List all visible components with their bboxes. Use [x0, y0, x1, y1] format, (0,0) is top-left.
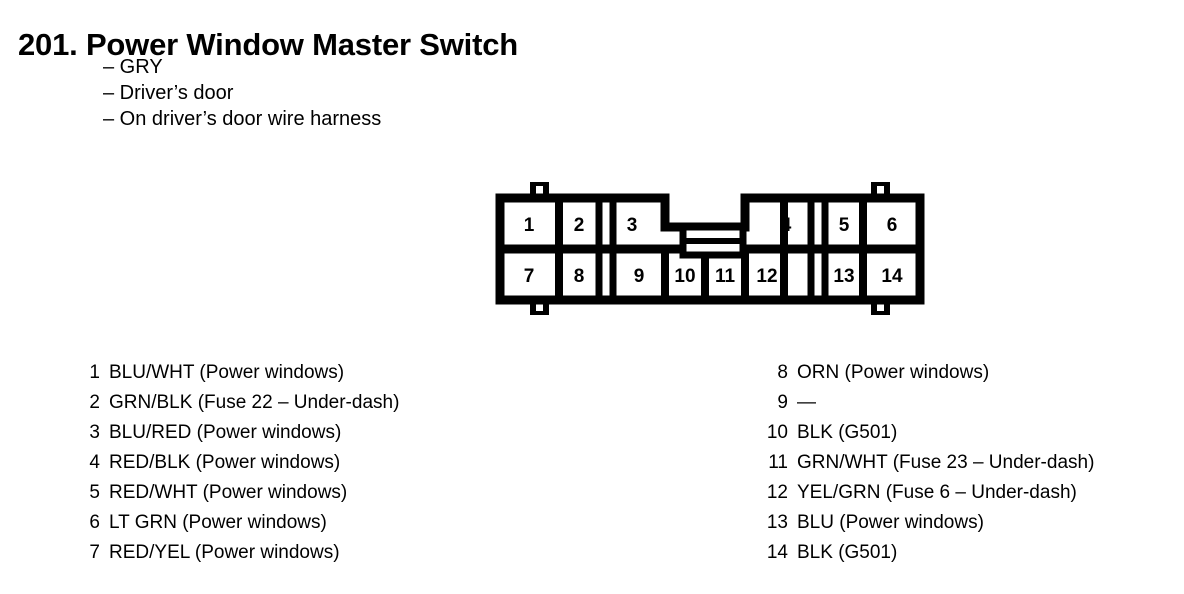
legend-pin-desc: YEL/GRN (Fuse 6 – Under-dash)	[797, 482, 1077, 503]
legend-pin-desc: GRN/WHT (Fuse 23 – Under-dash)	[797, 452, 1095, 473]
pin-label: 8	[574, 266, 585, 287]
legend-pin-desc: BLU/RED (Power windows)	[109, 422, 342, 443]
pin-legend-left: 1 BLU/WHT (Power windows) 2 GRN/BLK (Fus…	[72, 358, 399, 568]
legend-pin-number: 6	[89, 512, 100, 533]
pin-label: 2	[574, 215, 585, 236]
legend-pin-desc: ORN (Power windows)	[797, 362, 990, 383]
legend-row: 8 ORN (Power windows)	[760, 358, 1094, 388]
pin-label: 7	[524, 266, 535, 287]
center-keyway-tab	[679, 223, 747, 259]
pin-label: 4	[781, 215, 792, 236]
pin-label: 12	[756, 266, 777, 287]
pin-label: 10	[674, 266, 695, 287]
legend-pin-desc: —	[797, 392, 816, 413]
subtitle-item: – GRY	[103, 56, 163, 78]
legend-row: 7 RED/YEL (Power windows)	[72, 538, 399, 568]
legend-pin-desc: RED/BLK (Power windows)	[109, 452, 341, 473]
legend-pin-desc: BLU (Power windows)	[797, 512, 984, 533]
pin-label: 1	[524, 215, 535, 236]
legend-row: 2 GRN/BLK (Fuse 22 – Under-dash)	[72, 388, 399, 418]
pin-label: 9	[634, 266, 645, 287]
subtitle-list: – GRY – Driver’s door – On driver’s door…	[103, 54, 381, 132]
legend-row: 3 BLU/RED (Power windows)	[72, 418, 399, 448]
legend-pin-number: 12	[766, 482, 788, 503]
top-row-dividers	[555, 198, 867, 249]
pin-label: 14	[881, 266, 903, 287]
pin-legend-right: 8 ORN (Power windows) 9 — 10 BLK (G501) …	[760, 358, 1095, 568]
legend-row: 10 BLK (G501)	[760, 418, 1094, 448]
legend-pin-number: 4	[89, 452, 100, 473]
legend-row: 12 YEL/GRN (Fuse 6 – Under-dash)	[760, 478, 1094, 508]
block-separator-left	[595, 198, 617, 300]
legend-pin-number: 7	[89, 542, 100, 563]
legend-row: 1 BLU/WHT (Power windows)	[72, 358, 399, 388]
block-separator-right	[807, 198, 829, 300]
legend-pin-number: 13	[766, 512, 788, 533]
legend-row: 13 BLU (Power windows)	[760, 508, 1094, 538]
pin-label: 11	[715, 266, 736, 287]
pin-label: 6	[887, 215, 898, 236]
legend-pin-number: 3	[89, 422, 100, 443]
legend-pin-desc: BLK (G501)	[797, 422, 898, 443]
pin-label: 3	[627, 215, 638, 236]
legend-pin-desc: GRN/BLK (Fuse 22 – Under-dash)	[109, 392, 400, 413]
legend-pin-number: 10	[766, 422, 788, 443]
legend-row: 5 RED/WHT (Power windows)	[72, 478, 399, 508]
legend-pin-number: 8	[777, 362, 788, 383]
legend-row: 4 RED/BLK (Power windows)	[72, 448, 399, 478]
legend-pin-desc: RED/YEL (Power windows)	[109, 542, 340, 563]
subtitle-item: – On driver’s door wire harness	[103, 108, 382, 130]
legend-pin-number: 14	[766, 542, 788, 563]
legend-pin-desc: BLU/WHT (Power windows)	[109, 362, 345, 383]
bottom-row-pin-numbers: 7 8 9 10 11 12 13 14	[524, 266, 903, 287]
legend-pin-desc: RED/WHT (Power windows)	[109, 482, 348, 503]
legend-pin-number: 11	[768, 452, 788, 473]
legend-pin-number: 5	[89, 482, 100, 503]
legend-pin-desc: LT GRN (Power windows)	[109, 512, 327, 533]
pin-label: 13	[833, 266, 854, 287]
legend-pin-desc: BLK (G501)	[797, 542, 898, 563]
legend-pin-number: 2	[89, 392, 100, 413]
pin-label: 5	[839, 215, 850, 236]
legend-pin-number: 1	[89, 362, 100, 383]
legend-row: 14 BLK (G501)	[760, 538, 1094, 568]
top-row-pin-numbers: 1 2 3 4 5 6	[524, 215, 898, 236]
bottom-row-dividers	[555, 249, 867, 300]
connector-pinout-diagram: 1 2 3 4 5 6 7 8 9 10 11 12 13 14	[480, 170, 950, 330]
legend-pin-number: 9	[777, 392, 788, 413]
legend-row: 6 LT GRN (Power windows)	[72, 508, 399, 538]
legend-row: 9 —	[760, 388, 1094, 418]
legend-row: 11 GRN/WHT (Fuse 23 – Under-dash)	[760, 448, 1094, 478]
page-title: 201. Power Window Master Switch	[18, 26, 518, 62]
subtitle-item: – Driver’s door	[103, 82, 234, 104]
